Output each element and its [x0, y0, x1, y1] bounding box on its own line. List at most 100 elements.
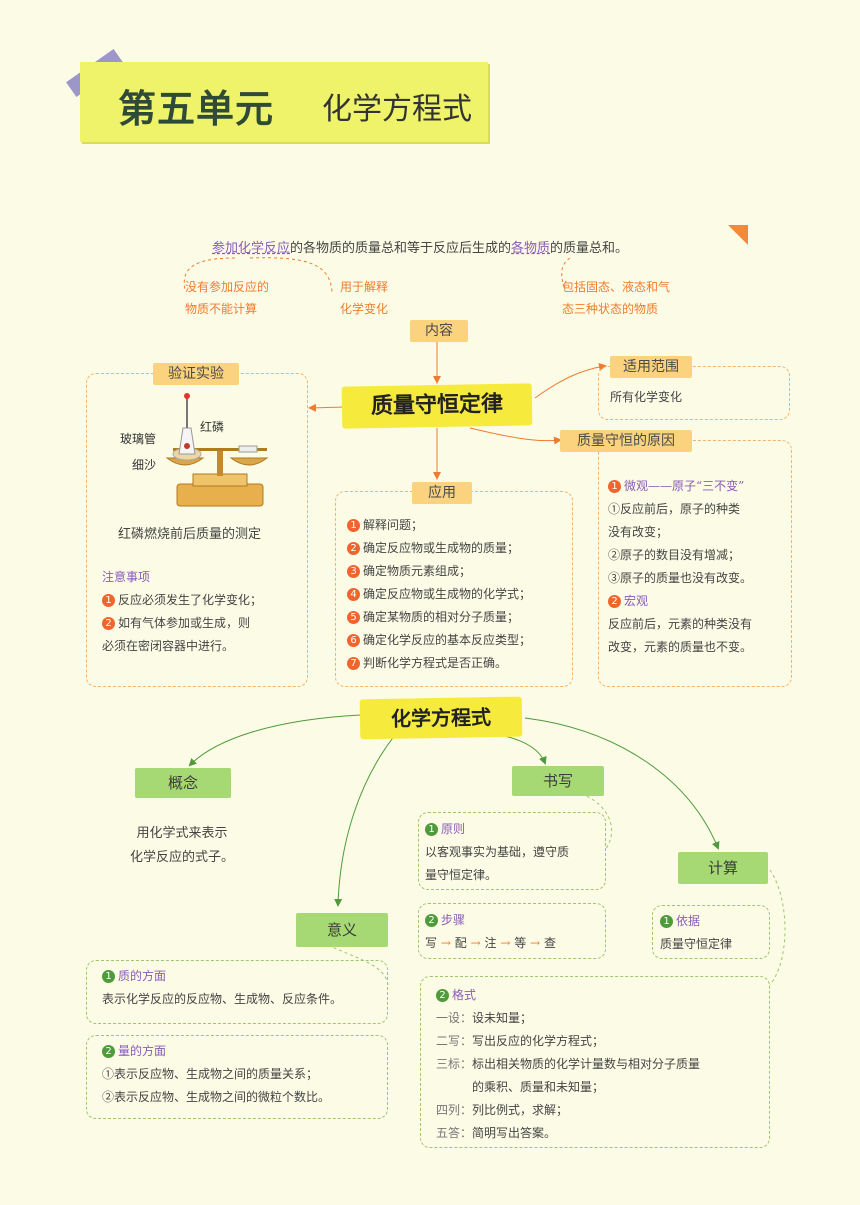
content-tag: 内容: [410, 320, 468, 342]
number-badge: 2: [102, 617, 115, 630]
unit-title: 第五单元: [118, 87, 275, 131]
application-text: 确定某物质的相对分子质量；: [363, 610, 520, 624]
format-key: 四列：: [436, 1103, 473, 1117]
concept-tag: 概念: [135, 768, 231, 798]
balance-apparatus-illustration: [165, 393, 269, 507]
annotation-2-line-2: 化学变化: [340, 302, 389, 316]
definition-part-2: 的各物质的质量总和等于反应后生成的: [290, 241, 512, 256]
format-item: 二写：写出反应的化学方程式；: [436, 1030, 766, 1053]
arrow-to-calc: [524, 717, 720, 850]
number-badge: 2: [102, 1045, 115, 1058]
step-annotate: 注: [484, 936, 497, 950]
principle-title-text: 原则: [441, 822, 466, 836]
number-badge: 2: [425, 914, 438, 927]
format-key: 三标：: [436, 1057, 473, 1071]
macro-line: 改变，元素的质量也不变。: [608, 640, 753, 654]
scope-box: [598, 366, 790, 420]
step-arrow-icon: →: [500, 936, 511, 950]
number-badge: 1: [608, 480, 621, 493]
format-key: 一设：: [436, 1011, 473, 1025]
number-badge: 3: [347, 565, 360, 578]
quality-text: 表示化学反应的反应物、生成物、反应条件。: [102, 992, 343, 1006]
step-arrow-icon: →: [530, 936, 541, 950]
application-text: 确定物质元素组成；: [363, 564, 472, 578]
step-arrow-icon: →: [440, 936, 451, 950]
label-fine-sand: 细沙: [132, 458, 157, 472]
number-badge: 7: [347, 657, 360, 670]
steps-row: 写 → 配 → 注 → 等 → 查: [425, 932, 605, 955]
application-text: 解释问题；: [363, 518, 424, 532]
step-write: 写: [425, 936, 438, 950]
topic-title: 化学方程式: [322, 92, 472, 127]
format-value: 列比例式，求解；: [472, 1103, 569, 1117]
concept-line: 用化学式来表示: [136, 826, 228, 841]
format-item: 的乘积、质量和未知量；: [436, 1076, 766, 1099]
label-red-phosphorus: 红磷: [200, 420, 225, 434]
scope-text: 所有化学变化: [610, 390, 683, 404]
definition-part-3: 各物质: [511, 241, 551, 256]
label-glass-tube: 玻璃管: [120, 432, 157, 446]
arrow-to-scope: [534, 362, 607, 399]
quantity-line: ①表示反应物、生成物之间的质量关系；: [102, 1067, 319, 1081]
number-badge: 2: [608, 595, 621, 608]
format-item: 四列：列比例式，求解；: [436, 1099, 766, 1122]
number-badge: 1: [425, 823, 438, 836]
arrow-to-experiment: [308, 403, 346, 412]
title-band: [80, 62, 488, 142]
format-item: 五答：简明写出答案。: [436, 1122, 766, 1145]
format-key: 二写：: [436, 1034, 473, 1048]
step-balance: 配: [454, 936, 467, 950]
arrow-to-meaning: [334, 734, 396, 907]
arrow-to-concept: [188, 714, 361, 767]
micro-title-text: 微观——原子“三不变”: [624, 479, 745, 493]
quality-box: [86, 960, 388, 1024]
micro-item: ③原子的质量也没有改变。: [608, 571, 753, 585]
format-value: 标出相关物质的化学计量数与相对分子质量: [472, 1057, 701, 1071]
steps-box: [418, 903, 606, 959]
annotation-1: 没有参加反应的 物质不能计算: [185, 276, 269, 320]
number-badge: 1: [102, 970, 115, 983]
annotation-arrow-3: [561, 257, 571, 291]
basis-box: [652, 905, 770, 959]
definition-part-1: 参加化学反应: [212, 241, 291, 256]
format-title-text: 格式: [452, 988, 477, 1002]
annotation-3: 包括固态、液态和气 态三种状态的物质: [562, 276, 670, 320]
writing-tag: 书写: [512, 766, 604, 796]
number-badge: 6: [347, 634, 360, 647]
application-text: 判断化学方程式是否正确。: [363, 656, 508, 670]
macro-title-text: 宏观: [624, 594, 649, 608]
quantity-title-text: 量的方面: [118, 1044, 167, 1058]
micro-item: 没有改变；: [608, 525, 669, 539]
step-arrow-icon: →: [470, 936, 481, 950]
format-key: 五答：: [436, 1126, 473, 1140]
principle-line: 量守恒定律。: [425, 868, 498, 882]
concept-text: 用化学式来表示 化学反应的式子。: [122, 822, 242, 870]
law-definition: 参加化学反应的各物质的质量总和等于反应后生成的各物质的质量总和。: [212, 237, 628, 256]
format-item: 一设：设未知量；: [436, 1007, 766, 1030]
annotation-1-line-2: 物质不能计算: [185, 302, 258, 316]
format-value: 设未知量；: [472, 1011, 533, 1025]
arrow-to-reason: [469, 427, 562, 445]
number-badge: 1: [347, 519, 360, 532]
format-value: 简明写出答案。: [472, 1126, 557, 1140]
reason-tag: 质量守恒的原因: [560, 430, 692, 452]
basis-text: 质量守恒定律: [660, 937, 733, 951]
macro-line: 反应前后，元素的种类没有: [608, 617, 753, 631]
equation-center-node: 化学方程式: [359, 696, 523, 740]
application-text: 确定化学反应的基本反应类型；: [363, 633, 532, 647]
application-tag: 应用: [412, 482, 472, 504]
